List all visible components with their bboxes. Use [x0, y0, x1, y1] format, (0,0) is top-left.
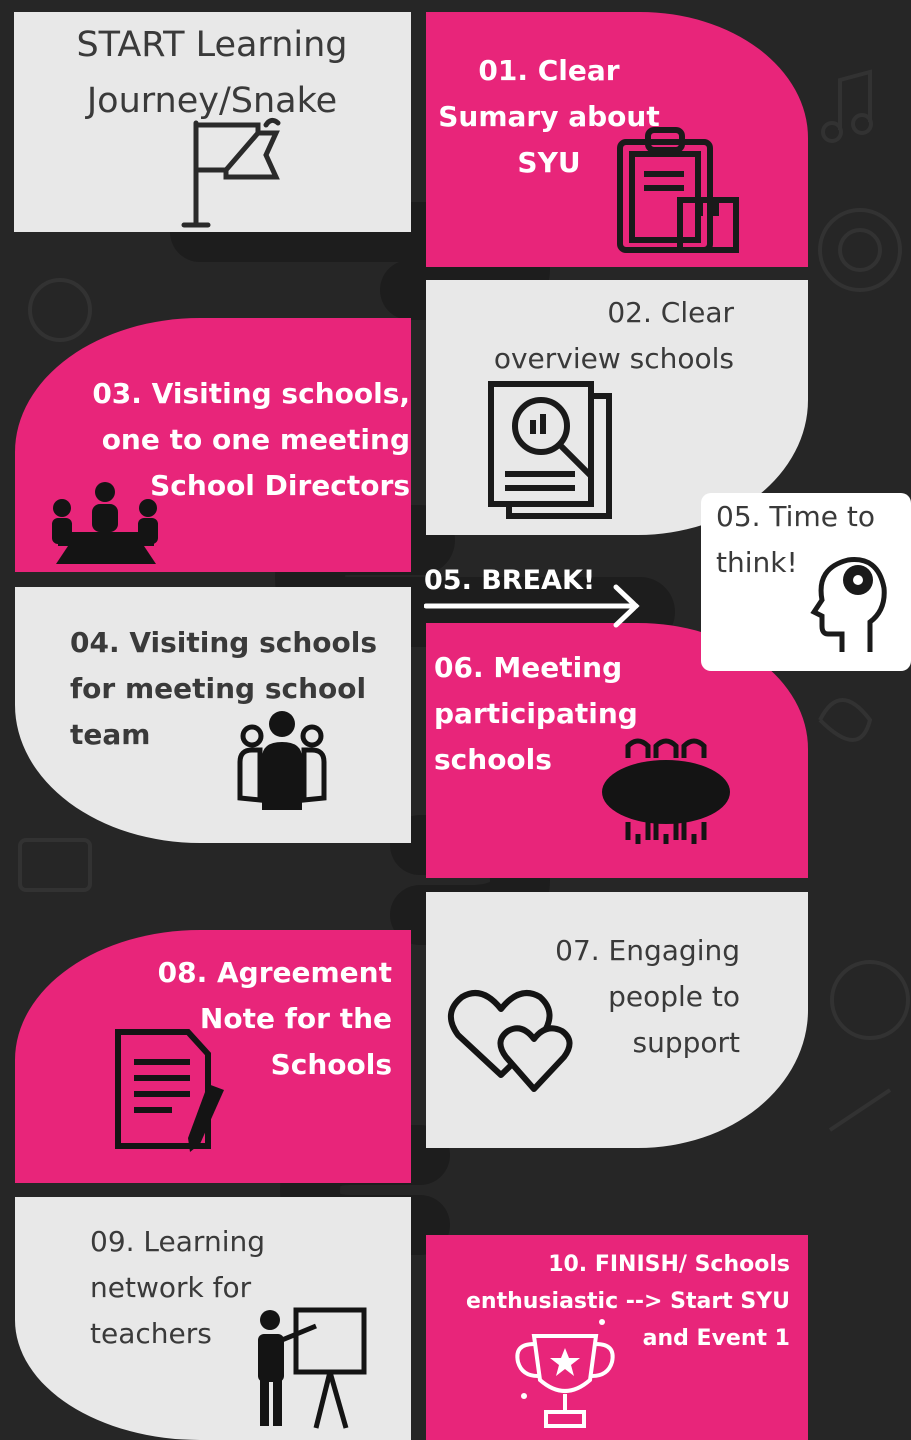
hearts-icon	[448, 990, 573, 1092]
meeting-table-icon	[52, 482, 158, 564]
step-07-shape	[426, 892, 808, 1148]
document-pen-icon	[115, 1029, 224, 1152]
step-07-label: 07. Engaging people to support	[555, 934, 740, 1059]
step-03-label: 03. Visiting schools, one to one meeting…	[92, 377, 410, 502]
step-10-shape	[426, 1235, 808, 1440]
step-04-shape	[15, 587, 411, 843]
document-search-icon	[488, 381, 612, 519]
team-icon	[237, 711, 327, 810]
clipboard-icon	[617, 127, 739, 253]
step-08-shape	[15, 930, 411, 1183]
step-09-label: 09. Learning network for teachers	[90, 1225, 265, 1350]
step-10-label: 10. FINISH/ Schools enthusiastic --> Sta…	[466, 1252, 790, 1351]
step-02-label: 02. Clear overview schools	[493, 296, 734, 375]
break-label: 05. BREAK!	[424, 565, 596, 596]
conference-table-icon	[602, 738, 730, 844]
start-panel	[14, 12, 411, 232]
think-box	[701, 493, 911, 671]
flag-icon	[181, 117, 281, 228]
think-label: 05. Time to think!	[716, 500, 875, 579]
step-06-shape	[426, 623, 808, 878]
arrow-right-icon	[424, 584, 640, 628]
step-06-label: 06. Meeting participating schools	[434, 651, 638, 776]
step-08-label: 08. Agreement Note for the Schools	[157, 956, 392, 1081]
teacher-board-icon	[258, 1307, 367, 1429]
step-09-shape	[15, 1197, 411, 1440]
start-label: START Learning Journey/Snake	[76, 25, 348, 121]
step-01-label: 01. Clear Sumary about SYU	[438, 54, 660, 179]
trophy-icon	[515, 1319, 615, 1428]
step-04-label: 04. Visiting schools for meeting school …	[70, 626, 378, 751]
head-gear-icon	[810, 557, 887, 652]
